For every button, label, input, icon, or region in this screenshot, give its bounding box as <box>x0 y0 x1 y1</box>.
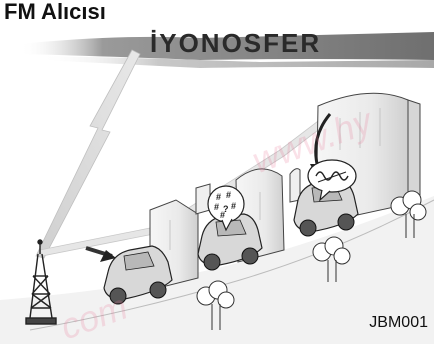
ionosphere-label: İYONOSFER <box>150 28 321 58</box>
figure-code: JBM001 <box>369 314 428 332</box>
svg-text:#: # <box>231 201 236 211</box>
page-title: FM Alıcısı <box>4 0 106 24</box>
svg-text:#: # <box>214 202 219 212</box>
car-1 <box>104 246 172 304</box>
svg-text:#: # <box>216 192 221 202</box>
svg-text:#: # <box>220 210 225 220</box>
svg-text:#: # <box>226 190 231 200</box>
